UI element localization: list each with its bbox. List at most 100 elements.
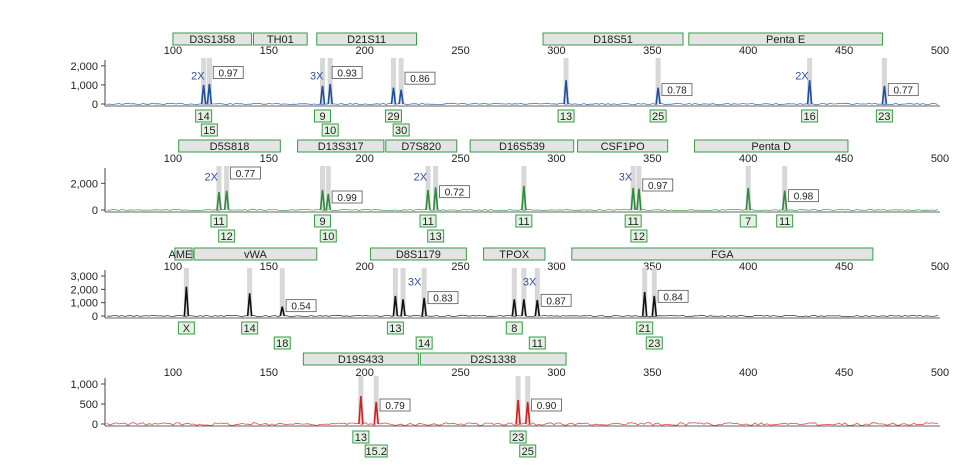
allele-call-box bbox=[419, 214, 437, 228]
peak bbox=[279, 306, 286, 317]
allele-call-label: 15.2 bbox=[366, 446, 387, 458]
ratio-box bbox=[788, 189, 819, 203]
allele-call-box bbox=[519, 444, 537, 458]
allele-call-box bbox=[273, 336, 291, 350]
size-tick-label: 250 bbox=[451, 261, 469, 273]
size-tick-label: 100 bbox=[164, 367, 182, 379]
y-tick-label: 2,000 bbox=[70, 178, 98, 190]
size-tick-label: 350 bbox=[643, 261, 661, 273]
allele-call-box bbox=[624, 214, 642, 228]
peak bbox=[319, 85, 326, 105]
allele-bin-marker bbox=[511, 268, 517, 316]
allele-call-label: 29 bbox=[387, 111, 399, 123]
locus-label: D7S820 bbox=[401, 141, 441, 153]
ratio-label: 0.79 bbox=[385, 401, 405, 412]
allele-call-box bbox=[177, 321, 195, 335]
allele-call-box bbox=[509, 430, 527, 444]
ratio-label: 0.97 bbox=[218, 68, 238, 79]
size-tick-label: 500 bbox=[931, 45, 949, 57]
allele-call-box bbox=[630, 229, 648, 243]
locus-label: D2S1338 bbox=[470, 354, 516, 366]
ratio-label: 0.77 bbox=[893, 86, 913, 97]
size-tick-label: 200 bbox=[356, 261, 374, 273]
y-tick-label: 2,000 bbox=[70, 61, 98, 73]
multiplier-label: 2X bbox=[414, 172, 428, 184]
multiplier-label: 3X bbox=[408, 276, 422, 288]
multiplier-label: 3X bbox=[310, 70, 324, 82]
locus-label: D3S1358 bbox=[189, 34, 235, 46]
allele-bin-marker bbox=[398, 58, 404, 104]
peak bbox=[392, 295, 399, 317]
allele-call-label: 13 bbox=[560, 111, 572, 123]
y-tick-label: 0 bbox=[92, 419, 98, 431]
y-tick-label: 2,000 bbox=[70, 284, 98, 296]
size-tick-label: 450 bbox=[835, 367, 853, 379]
locus-box bbox=[688, 32, 883, 46]
allele-call-label: 23 bbox=[648, 338, 660, 350]
allele-bin-marker bbox=[320, 166, 326, 210]
allele-call-label: 14 bbox=[197, 111, 209, 123]
locus-box bbox=[577, 139, 669, 153]
allele-call-label: 10 bbox=[322, 231, 334, 243]
peak bbox=[524, 401, 531, 425]
peak bbox=[534, 299, 541, 317]
allele-call-label: 18 bbox=[276, 338, 288, 350]
allele-call-box bbox=[210, 214, 228, 228]
size-tick-label: 250 bbox=[451, 367, 469, 379]
allele-call-box bbox=[352, 430, 370, 444]
locus-label: D18S51 bbox=[593, 34, 633, 46]
allele-bin-marker bbox=[216, 166, 222, 210]
locus-box bbox=[297, 139, 385, 153]
peak bbox=[373, 401, 380, 425]
locus-label: TPOX bbox=[499, 249, 530, 261]
size-tick-label: 150 bbox=[260, 261, 278, 273]
allele-bin-marker bbox=[279, 268, 285, 316]
allele-call-label: 11 bbox=[779, 216, 790, 228]
size-tick-label: 300 bbox=[547, 45, 565, 57]
size-tick-label: 300 bbox=[547, 153, 565, 165]
locus-label: vWA bbox=[244, 249, 267, 261]
locus-label: FGA bbox=[711, 249, 734, 261]
size-tick-label: 150 bbox=[260, 45, 278, 57]
size-tick-label: 500 bbox=[931, 261, 949, 273]
peak bbox=[390, 87, 397, 105]
allele-call-label: 14 bbox=[244, 323, 256, 335]
locus-box bbox=[469, 139, 575, 153]
size-tick-label: 150 bbox=[260, 153, 278, 165]
peak bbox=[358, 395, 364, 425]
ratio-box bbox=[887, 83, 919, 97]
y-tick-label: 1,000 bbox=[70, 379, 98, 391]
allele-call-box bbox=[314, 214, 332, 228]
peak bbox=[515, 399, 521, 425]
locus-label: CSF1PO bbox=[601, 141, 645, 153]
allele-bin-marker bbox=[655, 58, 661, 104]
allele-call-label: 21 bbox=[639, 323, 651, 335]
size-tick-label: 350 bbox=[643, 153, 661, 165]
allele-bin-marker bbox=[534, 268, 540, 316]
size-tick-label: 450 bbox=[835, 153, 853, 165]
allele-call-label: 11 bbox=[627, 216, 638, 228]
y-tick-label: 0 bbox=[92, 99, 98, 111]
allele-call-label: 13 bbox=[389, 323, 401, 335]
peak bbox=[319, 189, 326, 211]
ratio-label: 0.54 bbox=[291, 302, 311, 313]
locus-label: D19S433 bbox=[338, 354, 384, 366]
baseline-trace bbox=[106, 102, 939, 106]
allele-bin-marker bbox=[425, 166, 431, 210]
ratio-label: 0.97 bbox=[648, 181, 668, 192]
allele-call-box bbox=[801, 109, 819, 123]
locus-box bbox=[193, 247, 318, 261]
ratio-label: 0.99 bbox=[337, 193, 357, 204]
locus-box bbox=[694, 139, 849, 153]
ratio-label: 0.72 bbox=[445, 188, 465, 199]
locus-box bbox=[369, 247, 467, 261]
ratio-label: 0.87 bbox=[546, 296, 566, 307]
ratio-label: 0.93 bbox=[337, 68, 357, 79]
size-tick-label: 100 bbox=[164, 153, 182, 165]
ratio-box bbox=[285, 299, 317, 313]
peak bbox=[781, 190, 788, 211]
allele-bin-marker bbox=[392, 268, 398, 316]
peak bbox=[655, 87, 661, 105]
allele-bin-marker bbox=[525, 376, 531, 424]
allele-bin-marker bbox=[320, 58, 326, 104]
